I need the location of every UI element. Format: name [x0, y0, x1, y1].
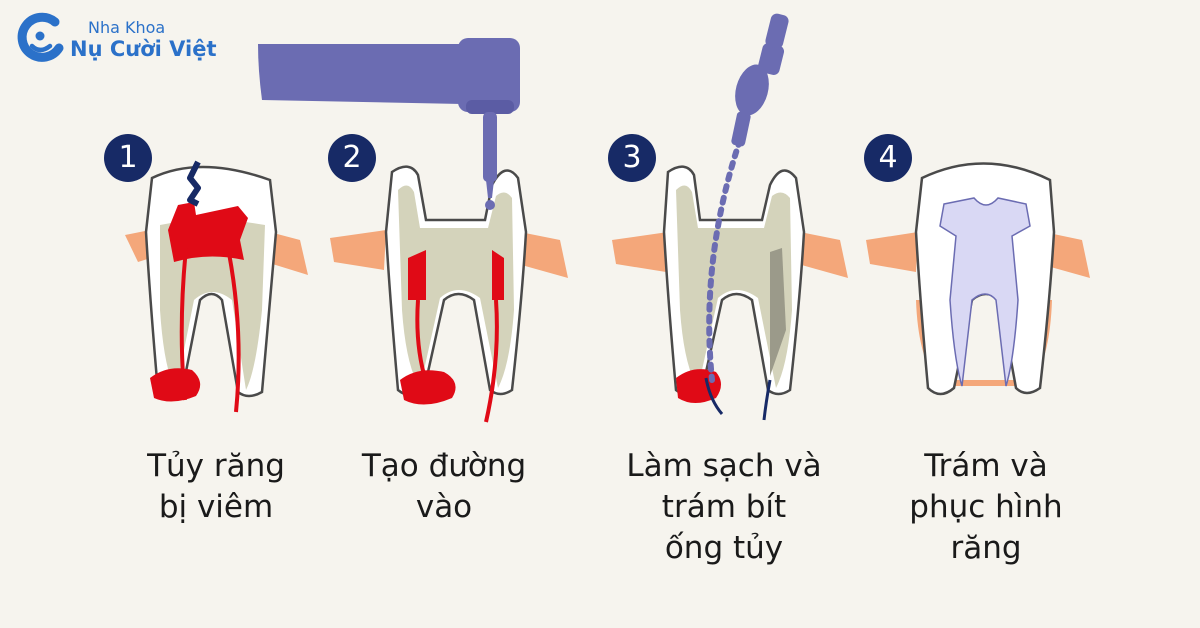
step-number-3: 3: [608, 134, 656, 182]
brand-line1: Nha Khoa: [88, 18, 166, 37]
step-caption-1: Tủy răng bị viêm: [147, 448, 285, 525]
brand-name: Nụ Cười Việt: [70, 37, 217, 61]
step-number-4: 4: [864, 134, 912, 182]
step-caption-3: Làm sạch và trám bít ống tủy: [626, 448, 822, 566]
dental-handpiece-icon: [258, 38, 520, 210]
tooth-restored: [866, 162, 1090, 396]
step-number-2: 2: [328, 134, 376, 182]
smile-logo-icon: [17, 12, 64, 62]
tooth-cleaning-filling: [612, 165, 848, 421]
step-caption-4: Trám và phục hình răng: [909, 448, 1063, 566]
step-caption-2: Tạo đường vào: [361, 448, 527, 525]
brand-logo: Nha Khoa Nụ Cười Việt: [10, 10, 250, 70]
endodontic-file-icon: [706, 13, 789, 383]
step-number-1: 1: [104, 134, 152, 182]
tooth-access-opening: [330, 165, 568, 423]
tooth-inflamed-pulp: [125, 160, 308, 413]
